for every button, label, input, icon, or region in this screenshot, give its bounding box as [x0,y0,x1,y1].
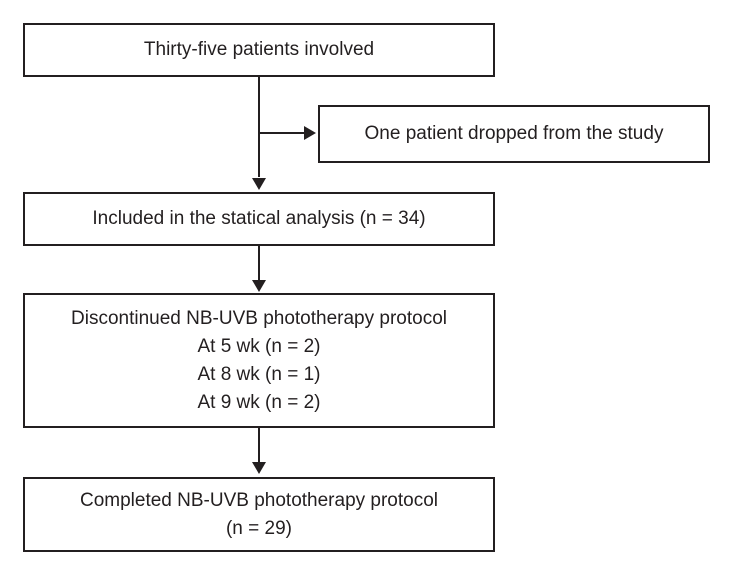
connector-line-vertical-top [258,77,260,177]
flowchart-box-completed-protocol: Completed NB-UVB phototherapy protocol (… [23,477,495,552]
arrowhead-down [252,178,266,190]
box-text: One patient dropped from the study [364,123,664,144]
box-text: Thirty-five patients involved [143,39,375,60]
arrowhead-down [252,280,266,292]
box-text-line: At 8 wk (n = 1) [197,363,321,385]
box-text-line: At 9 wk (n = 2) [197,391,321,413]
box-text-line: Completed NB-UVB phototherapy protocol [79,489,439,511]
connector-line-vertical-mid [258,246,260,280]
flowchart-box-patients-involved: Thirty-five patients involved [23,23,495,77]
arrowhead-right [304,126,316,140]
box-text-line: Discontinued NB-UVB phototherapy protoco… [71,307,447,329]
connector-line-vertical-bottom [258,428,260,462]
box-text: Included in the statical analysis (n = 3… [92,208,426,229]
box-text-line: At 5 wk (n = 2) [197,335,321,357]
flowchart-box-patient-dropped: One patient dropped from the study [318,105,710,163]
arrowhead-down [252,462,266,474]
connector-line-branch-right [260,132,304,134]
flowchart-box-included-analysis: Included in the statical analysis (n = 3… [23,192,495,246]
flowchart-box-discontinued-protocol: Discontinued NB-UVB phototherapy protoco… [23,293,495,428]
box-text-line: (n = 29) [225,517,292,539]
